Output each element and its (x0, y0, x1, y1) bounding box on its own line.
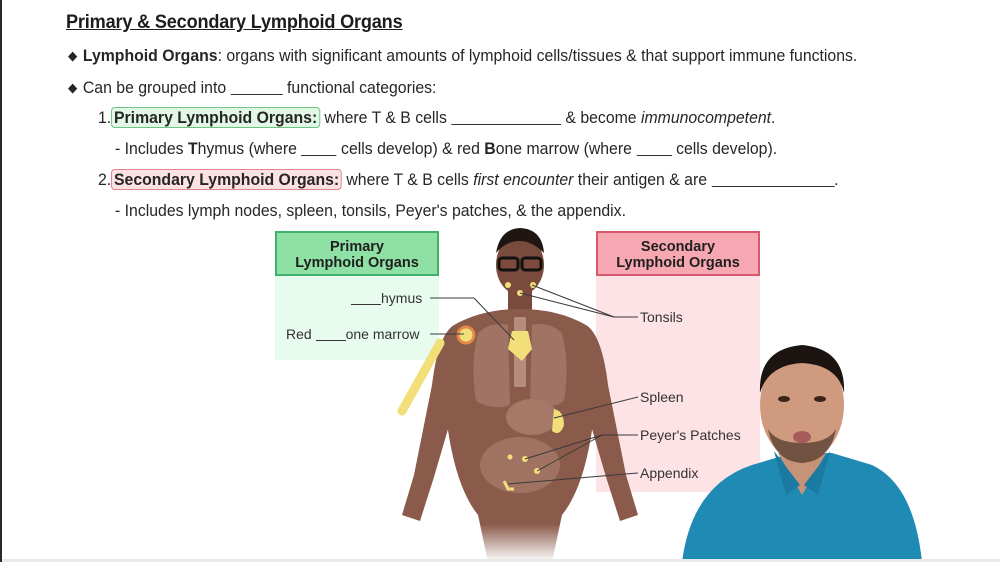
sub-text: - Includes lymph nodes, spleen, tonsils,… (115, 201, 626, 220)
fill-in-blank (451, 111, 561, 125)
item-text: their antigen & are (577, 170, 708, 189)
secondary-lymphoid-organs-highlight: Secondary Lymphoid Organs: (111, 169, 342, 190)
label-text: hymus (381, 290, 423, 306)
item-primary-lymphoid-organs: 1.Primary Lymphoid Organs: where T & B c… (98, 107, 776, 128)
head-shape (496, 235, 544, 295)
lung-left (473, 324, 510, 408)
item-number: 2. (98, 170, 112, 189)
item-text: where T & B cells (324, 108, 447, 127)
header-line: Lymphoid Organs (616, 255, 740, 271)
appendix-icon (502, 480, 514, 491)
header-line: Lymphoid Organs (295, 255, 419, 271)
humerus-bone-icon (397, 338, 445, 416)
instructor-video (682, 345, 922, 562)
bullet-text-before: Can be grouped into (82, 78, 227, 97)
definition-text: : organs with significant amounts of lym… (217, 46, 858, 65)
sub-text: cells develop) & red (341, 139, 485, 158)
label-text: one marrow (345, 326, 420, 342)
diamond-bullet-icon: ◆ (68, 80, 78, 95)
slide-title: Primary & Secondary Lymphoid Organs (66, 11, 403, 33)
bullet-grouping: ◆ Can be grouped into functional categori… (68, 78, 436, 98)
secondary-includes-line: - Includes lymph nodes, spleen, tonsils,… (115, 201, 626, 221)
sub-text: hymus (where (197, 139, 297, 158)
item-text: & become (565, 108, 637, 127)
header-line: Secondary (640, 239, 716, 255)
hair-shape (496, 228, 544, 253)
fill-in-blank (230, 81, 283, 95)
tonsil-icon (517, 290, 523, 296)
term-lymphoid-organs: Lymphoid Organs (82, 46, 218, 65)
bone-marrow-label: Red one marrow (286, 326, 420, 342)
header-line: Primary (329, 239, 384, 255)
bottom-strip (2, 559, 1000, 562)
bold-b: B (484, 139, 496, 158)
glasses-icon (497, 256, 520, 272)
diamond-bullet-icon: ◆ (68, 48, 78, 63)
instructor-beard (768, 429, 836, 463)
instructor-face (760, 349, 844, 461)
appendix-label: Appendix (640, 465, 699, 481)
sub-text: one marrow (where (495, 139, 632, 158)
spleen-label: Spleen (640, 389, 684, 405)
period: . (834, 170, 839, 189)
secondary-panel-header: Secondary Lymphoid Organs (596, 231, 760, 276)
human-body-illustration (397, 228, 638, 562)
secondary-panel-body (596, 276, 760, 492)
period: . (771, 108, 776, 127)
primary-panel-header: Primary Lymphoid Organs (275, 231, 439, 276)
primary-includes-line: - Includes Thymus (where cells develop) … (115, 139, 777, 159)
sub-text: cells develop). (676, 139, 778, 158)
item-secondary-lymphoid-organs: 2.Secondary Lymphoid Organs: where T & B… (98, 169, 839, 190)
sub-text: - Includes (115, 139, 188, 158)
item-number: 1. (98, 108, 112, 127)
fill-in-blank (711, 173, 835, 187)
primary-lymphoid-organs-highlight: Primary Lymphoid Organs: (111, 107, 321, 128)
lung-right (530, 324, 567, 408)
immunocompetent-text: immunocompetent (640, 108, 772, 127)
fill-in-blank (315, 329, 346, 341)
primary-panel-body (275, 276, 439, 360)
bone-marrow-icon (456, 325, 476, 345)
peyers-patch-icon (522, 456, 528, 462)
right-arm-shape (402, 325, 458, 521)
bullet-lymphoid-organs: ◆ Lymphoid Organs: organs with significan… (68, 46, 857, 66)
label-text: Red (286, 326, 312, 342)
blue-polo-shirt (682, 453, 922, 562)
bold-t: T (187, 139, 198, 158)
instructor-hair (759, 345, 845, 393)
fill-in-blank (351, 293, 381, 305)
tonsils-label: Tonsils (640, 309, 683, 325)
bullet-text-after: functional categories: (287, 78, 437, 97)
fill-in-blank (301, 142, 337, 156)
thymus-label: hymus (351, 290, 422, 306)
first-encounter-text: first encounter (473, 170, 574, 189)
fill-in-blank (636, 142, 672, 156)
item-text: where T & B cells (346, 170, 469, 189)
left-arm-shape (582, 325, 638, 521)
peyers-patches-label: Peyer's Patches (640, 427, 741, 443)
